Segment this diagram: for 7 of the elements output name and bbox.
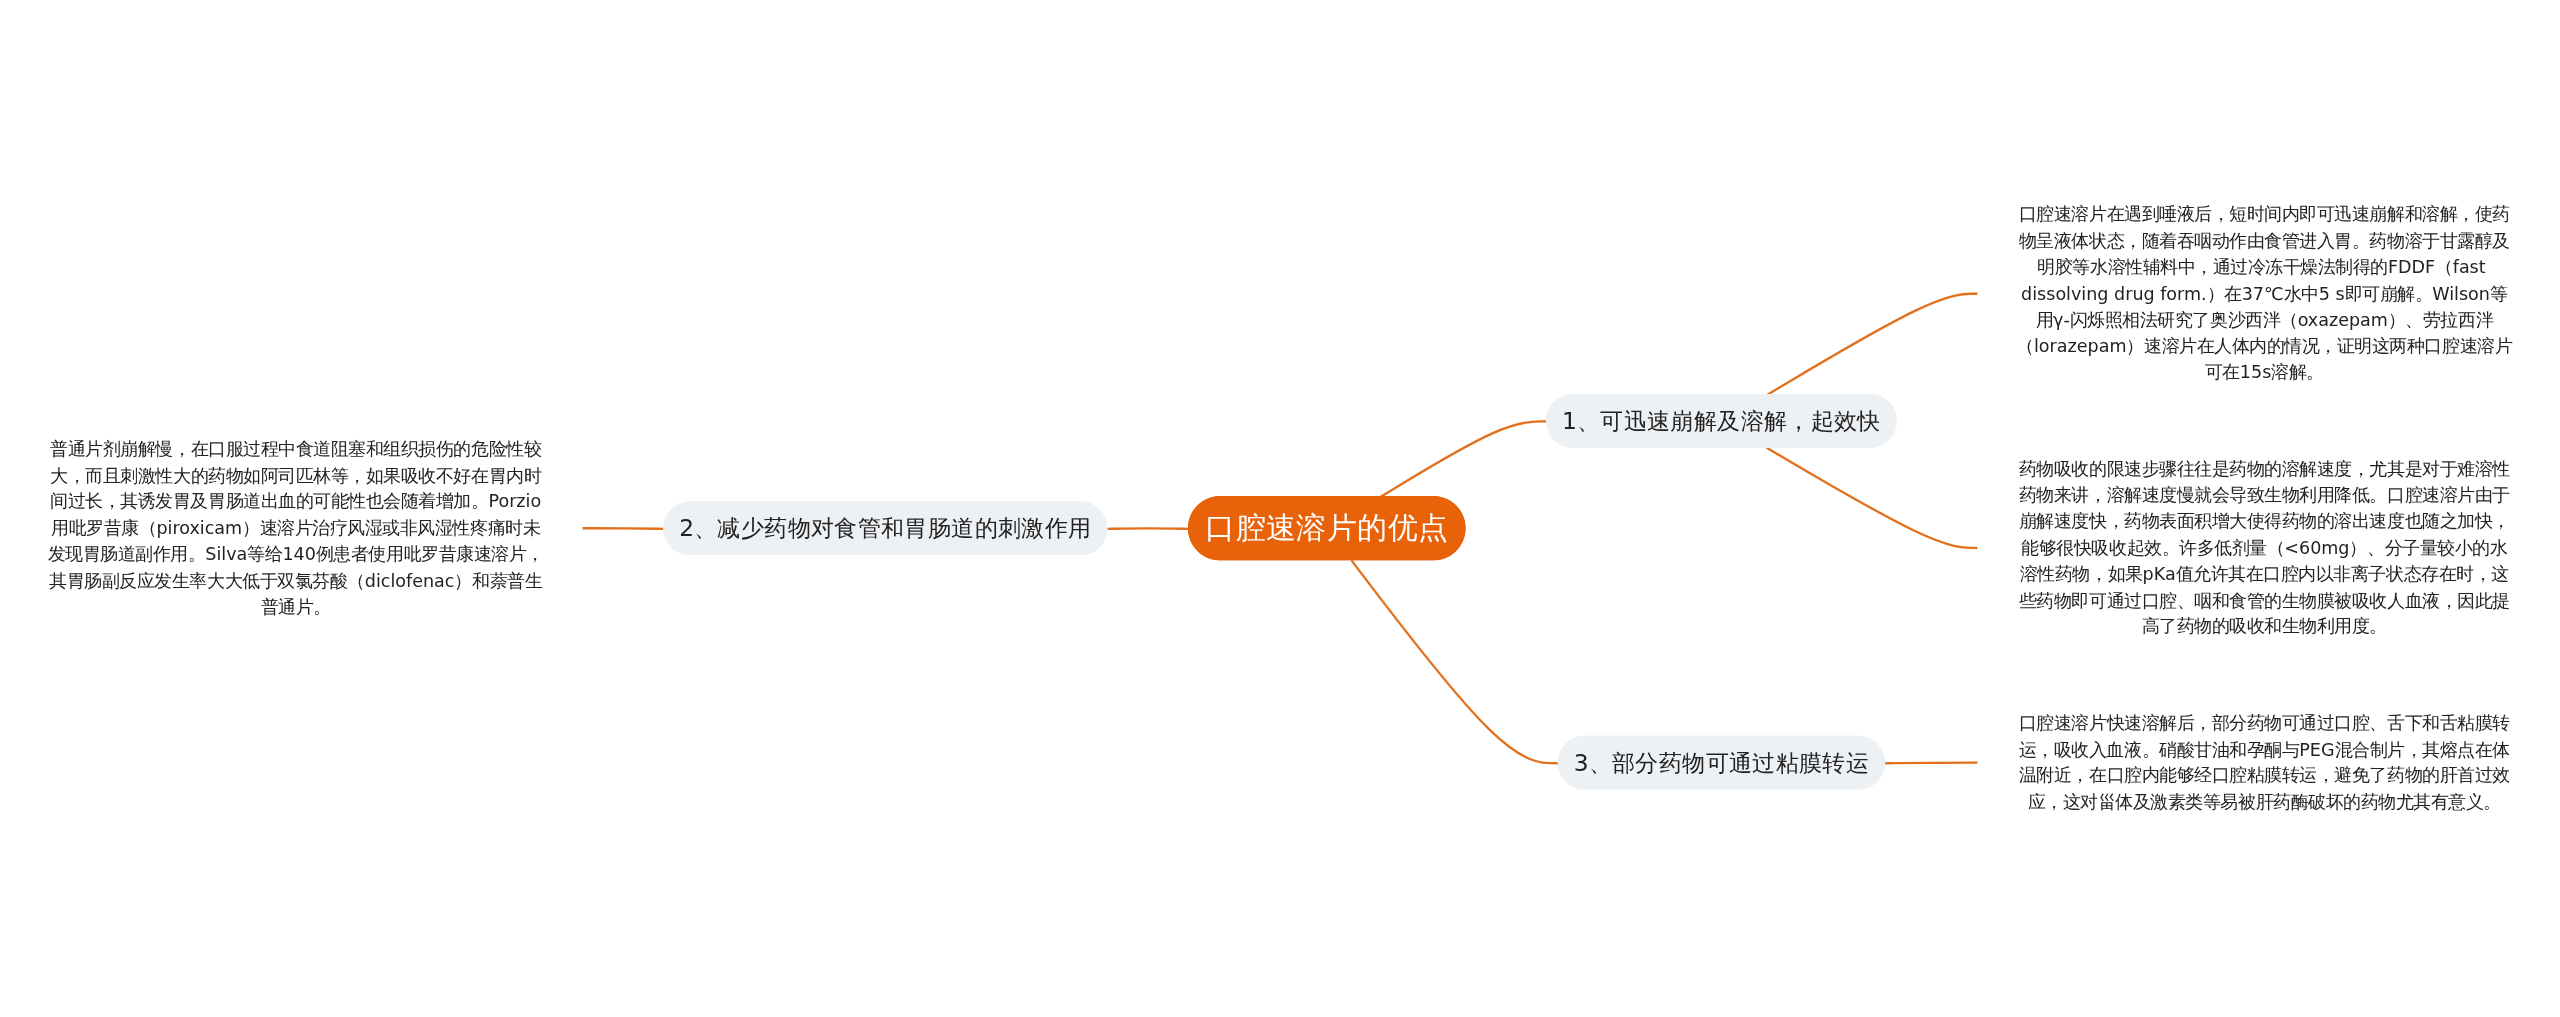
node-text: 普通片剂崩解慢，在口服过程中食道阻塞和组织损伤的危险性较大，而且刺激性大的药物如阿司匹林等，如果吸收不好在胃内时间过长，其诱发胃及胃肠道出血的可能性也会随着增加。Porzio用吡罗昔康（piroxicam）速溶片治疗风湿或非风湿性疼痛时未发现胃肠道副作用。Silva等给140例患者使用吡罗昔康速溶片，其胃肠副反应发生率大大低于双氯芬酸（diclofenac）和萘普生普通片。 (47, 438, 544, 618)
connector (1766, 446, 1978, 550)
node-text: 口腔速溶片在遇到唾液后，短时间内即可迅速崩解和溶解，使药物呈液体状态，随着吞咽动作由食管进入胃。药物溶于甘露醇及明胶等水溶性辅料中，通过冷冻干燥法制得的FDDF（fast dissolving drug form.）在37℃水中5 s即可崩解。Wilson等用γ-闪烁照相法研究了奥沙西泮（oxazepam）、劳拉西泮（lorazepam）速溶片在人体内的情况，证明这两种口腔速溶片可在15s溶解。 (2016, 204, 2513, 383)
connector (582, 527, 665, 530)
connector (1885, 761, 1978, 765)
node-text: 药物吸收的限速步骤往往是药物的溶解速度，尤其是对于难溶性药物来讲，溶解速度慢就会导致生物利用降低。口腔速溶片由于崩解速度快，药物表面积增大使得药物的溶出速度也随之加快，能够很快吸收起效。许多低剂量（<60mg）、分子量较小的水溶性药物，如果pKa值允许其在口腔内以非离子状态存在时，这些药物即可通过口腔、咽和食管的生物膜被吸收人血液，因此提高了药物的吸收和生物利用度。 (2018, 458, 2510, 638)
node-text: 口腔速溶片快速溶解后，部分药物可通过口腔、舌下和舌粘膜转运，吸收入血液。硝酸甘油和孕酮与PEG混合制片，其熔点在体温附近，在口腔内能够经口腔粘膜转运，避免了药物的肝首过效应，这对甾体及激素类等易被肝药酶破坏的药物尤其有意义。 (2018, 712, 2510, 813)
